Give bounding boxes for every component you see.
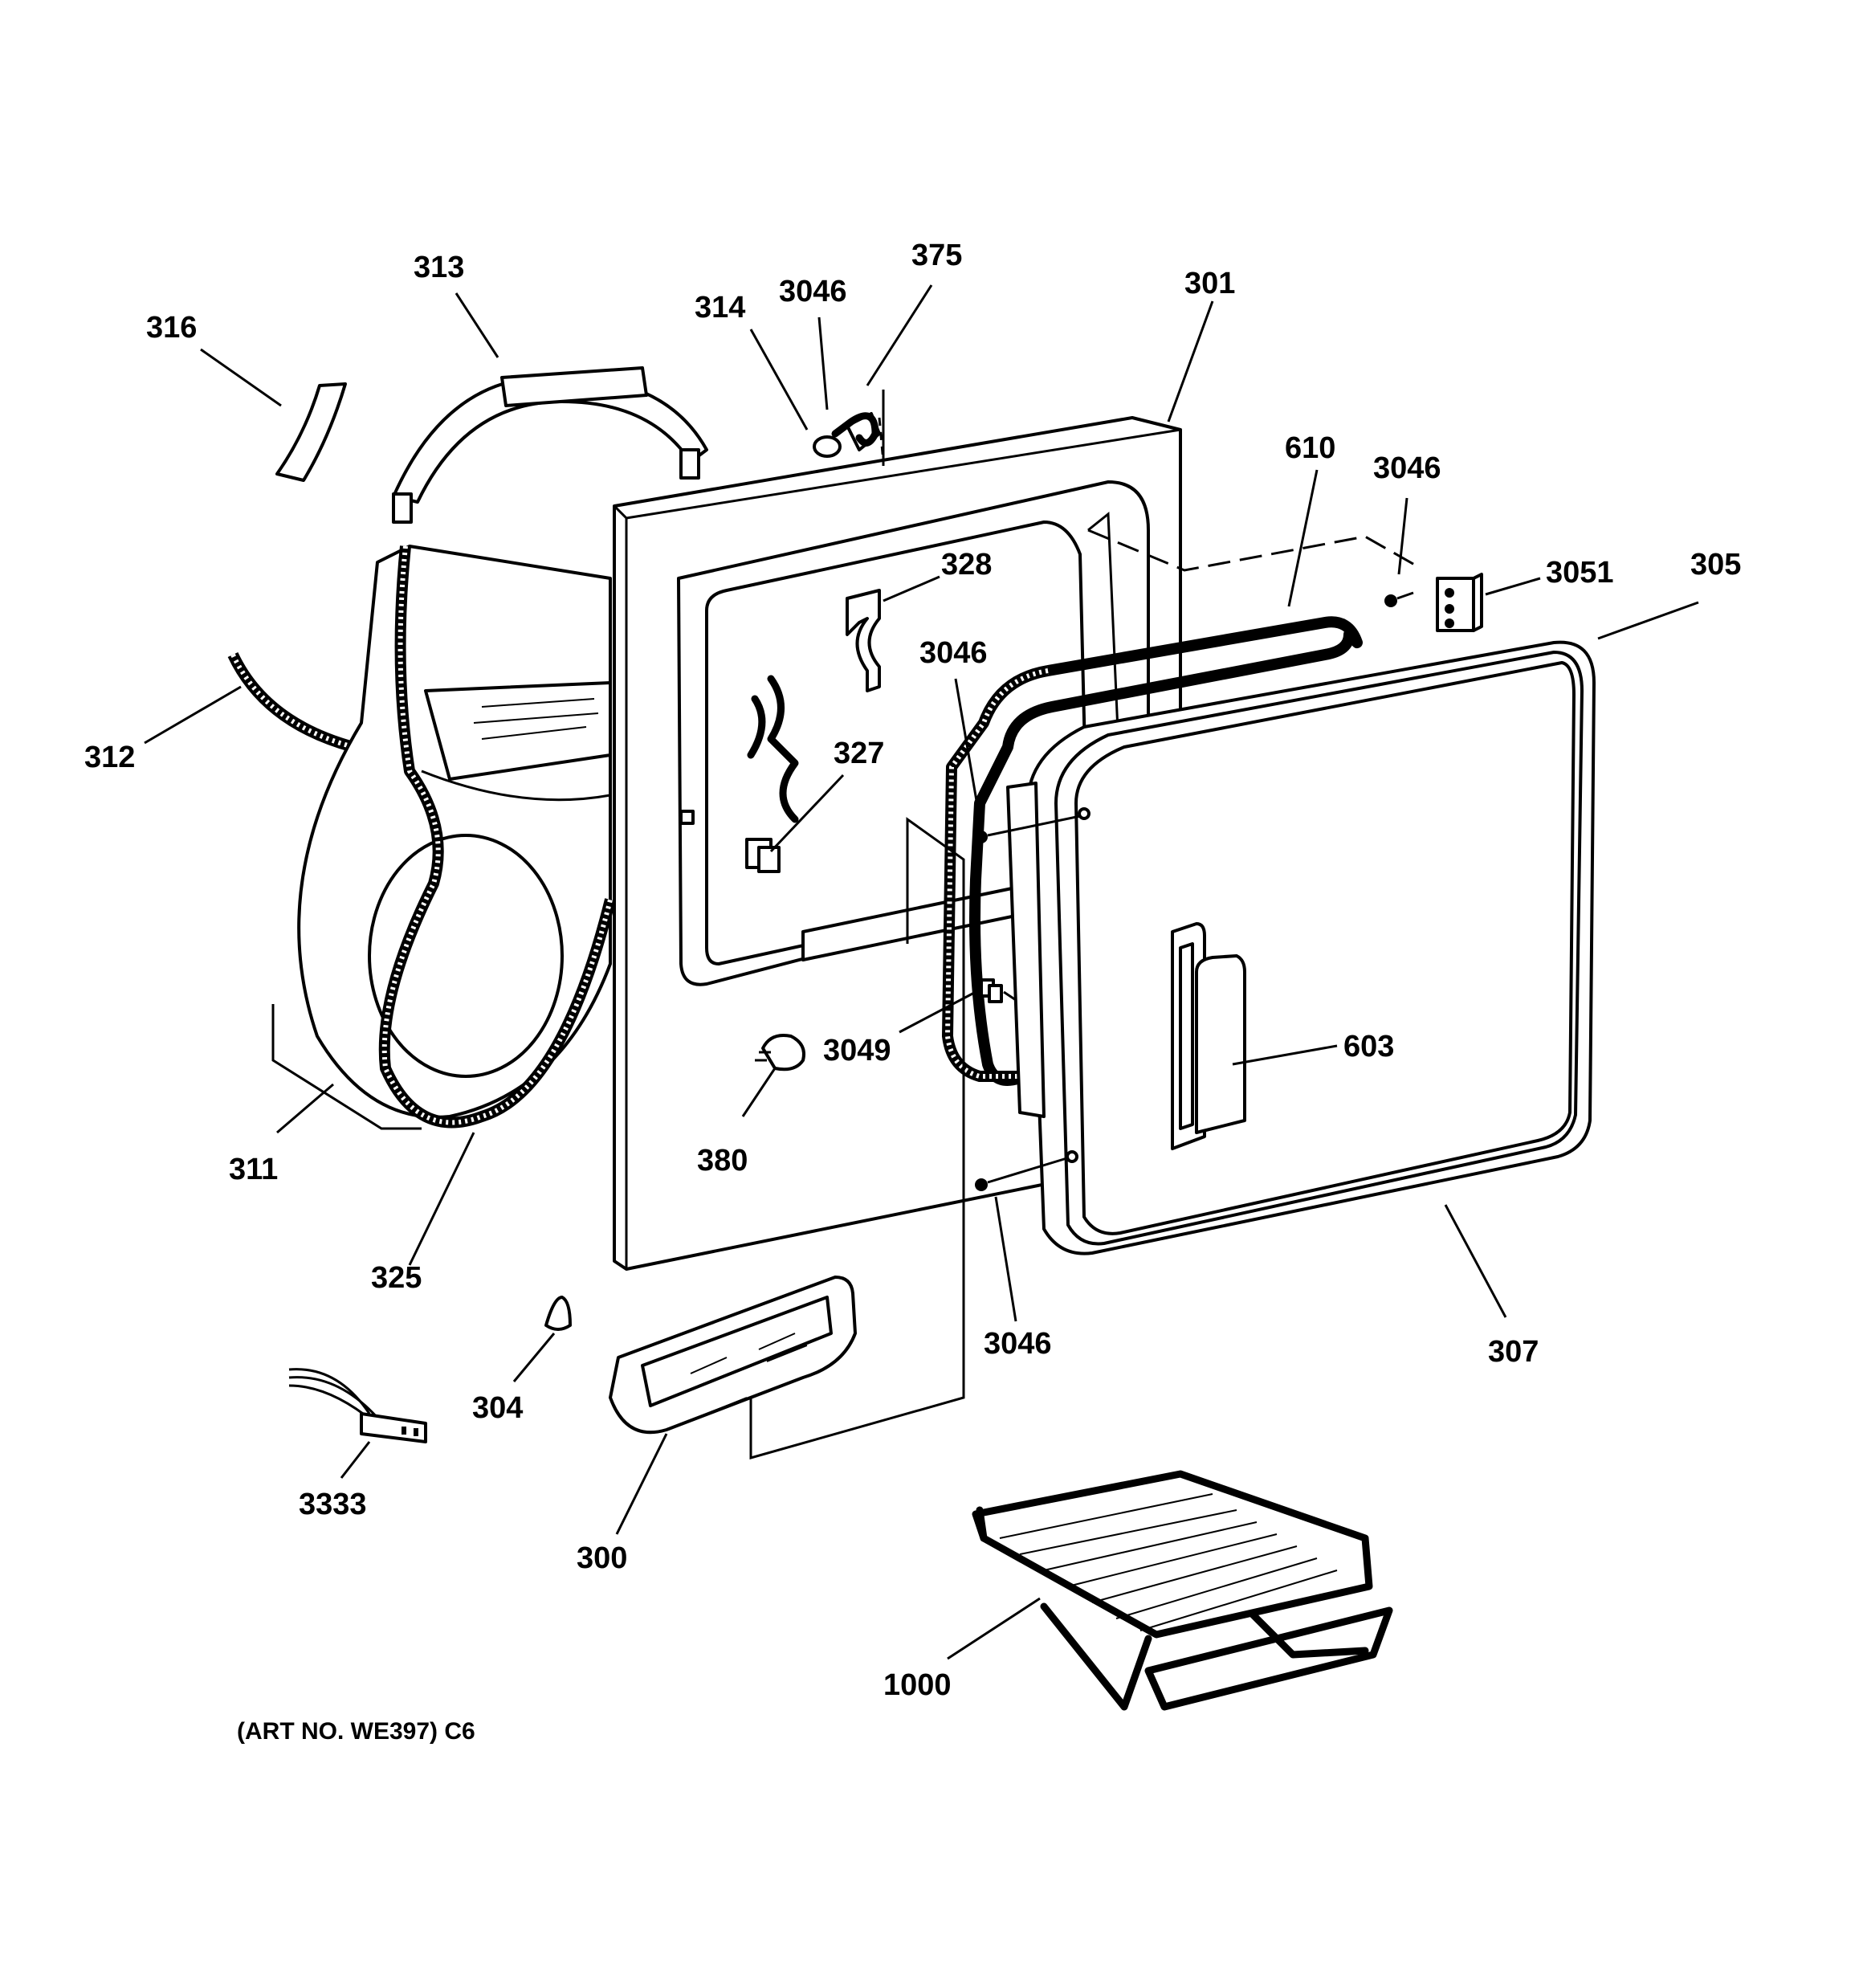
label-325: 325	[371, 1261, 422, 1295]
label-3046-bottom: 3046	[984, 1327, 1052, 1361]
label-304: 304	[472, 1391, 523, 1425]
part-316-strip	[275, 382, 347, 482]
art-number: (ART NO. WE397) C6	[237, 1718, 475, 1745]
label-3046-mid: 3046	[919, 636, 988, 670]
part-300-lint-housing	[609, 1276, 857, 1435]
label-313: 313	[414, 251, 464, 284]
part-325-gasket	[378, 545, 616, 1129]
part-328-bracket	[846, 589, 881, 692]
part-314-375-top-switch	[813, 390, 885, 466]
label-3049: 3049	[823, 1034, 891, 1067]
part-3051-hinge	[1436, 573, 1483, 632]
label-307: 307	[1488, 1335, 1539, 1369]
label-311: 311	[229, 1153, 278, 1186]
part-304-bumper	[544, 1296, 572, 1331]
part-603-handle	[1171, 922, 1246, 1150]
label-375: 375	[911, 239, 962, 272]
part-305-door-outer	[1006, 640, 1596, 1255]
label-1000: 1000	[883, 1668, 952, 1702]
part-311-duct	[297, 545, 612, 1119]
part-3046-screws	[975, 591, 1414, 1191]
label-3046-top: 3046	[779, 275, 847, 308]
part-327-door-switch	[679, 675, 799, 873]
part-1000-drying-rack	[972, 1470, 1393, 1711]
label-328: 328	[941, 548, 992, 582]
label-3046-hinge: 3046	[1373, 451, 1441, 485]
part-313-upper-bracket	[392, 366, 708, 524]
part-380-knob	[755, 1034, 805, 1072]
label-380: 380	[697, 1144, 748, 1178]
part-labels: 316 313 314 3046 375 301 610 3046 3051 3…	[84, 239, 1741, 1745]
label-3333: 3333	[299, 1488, 367, 1521]
label-301: 301	[1184, 267, 1235, 300]
label-312: 312	[84, 741, 135, 774]
label-3051: 3051	[1546, 556, 1614, 590]
label-300: 300	[577, 1541, 627, 1575]
part-3333-wire-harness	[288, 1368, 427, 1443]
label-603: 603	[1343, 1030, 1394, 1063]
label-316: 316	[146, 311, 197, 345]
part-3049-latch	[980, 978, 1017, 1003]
label-610: 610	[1285, 431, 1335, 465]
dashed-connectors	[749, 417, 1418, 1459]
label-327: 327	[834, 737, 884, 770]
label-305: 305	[1690, 548, 1741, 582]
label-314: 314	[695, 291, 745, 325]
leader-lines	[144, 284, 1699, 1660]
